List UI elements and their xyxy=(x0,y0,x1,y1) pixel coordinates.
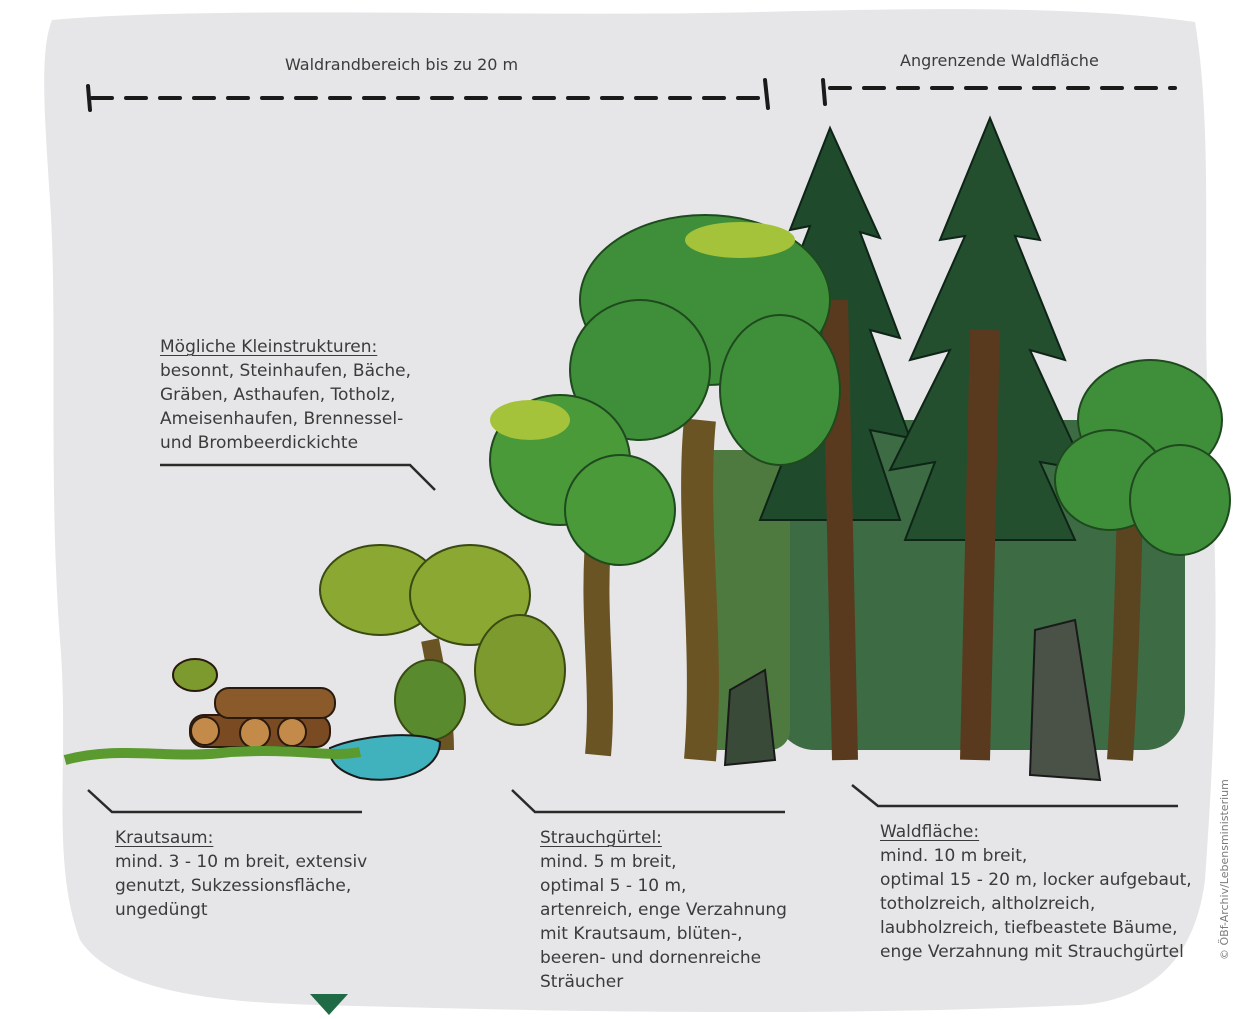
forest-area-line: optimal 15 - 20 m, locker aufgebaut, xyxy=(880,870,1192,890)
stump-icon xyxy=(723,668,777,767)
forest-area-block: Waldfläche: mind. 10 m breit, optimal 15… xyxy=(880,820,1192,964)
small-structures-line: Gräben, Asthaufen, Totholz, xyxy=(160,385,396,405)
grass xyxy=(63,746,361,765)
shrub-belt-line: artenreich, enge Verzahnung xyxy=(540,900,787,920)
dimension-line-icon xyxy=(86,78,770,112)
herb-fringe-line: mind. 3 - 10 m breit, extensiv xyxy=(115,852,368,872)
forest-area-line: totholzreich, altholzreich, xyxy=(880,894,1096,914)
shrub-belt-line: mit Krautsaum, blüten-, xyxy=(540,924,743,944)
herb-fringe-block: Krautsaum: mind. 3 - 10 m breit, extensi… xyxy=(115,826,367,922)
herb-fringe-line: ungedüngt xyxy=(115,900,208,920)
shrub-belt-line: mind. 5 m breit, xyxy=(540,852,677,872)
shrub-belt-line: beeren- und dornenreiche xyxy=(540,948,762,968)
shrub-belt-line: optimal 5 - 10 m, xyxy=(540,876,687,896)
tree-icon xyxy=(489,394,676,757)
dimension-line-icon xyxy=(821,78,1177,106)
conifer-icon xyxy=(888,115,1087,761)
stump-icon xyxy=(1028,618,1102,782)
edge-zone-label: Waldrandbereich bis zu 20 m xyxy=(285,55,519,74)
image-credit: © ÖBf-Archiv/Lebensministerium xyxy=(1218,779,1231,960)
forest-area-line: mind. 10 m breit, xyxy=(880,846,1028,866)
forest-area-line: enge Verzahnung mit Strauchgürtel xyxy=(880,942,1184,962)
tree-icon xyxy=(569,214,841,762)
adjacent-forest-label: Angrenzende Waldfläche xyxy=(900,51,1099,70)
herb-fringe-line: genutzt, Sukzessionsfläche, xyxy=(115,876,352,896)
small-structures-title: Mögliche Kleinstrukturen: xyxy=(160,337,378,357)
small-structures-line: und Brombeerdickichte xyxy=(160,433,359,453)
shrub-belt-title: Strauchgürtel: xyxy=(540,828,662,848)
tree-icon xyxy=(319,544,566,751)
shrub-belt-line: Sträucher xyxy=(540,972,624,992)
small-structures-block: Mögliche Kleinstrukturen: besonnt, Stein… xyxy=(160,335,411,455)
shrub-belt-block: Strauchgürtel: mind. 5 m breit, optimal … xyxy=(540,826,787,994)
herb-fringe-title: Krautsaum: xyxy=(115,828,214,848)
pond-icon xyxy=(328,734,442,781)
log-pile-icon xyxy=(172,658,336,749)
small-structures-line: besonnt, Steinhaufen, Bäche, xyxy=(160,361,411,381)
tree-icon xyxy=(1054,359,1231,761)
leader-lines xyxy=(87,463,1178,814)
forest-area-line: laubholzreich, tiefbeastete Bäume, xyxy=(880,918,1178,938)
triangle-marker-icon xyxy=(310,994,348,1015)
small-structures-line: Ameisenhaufen, Brennessel- xyxy=(160,409,404,429)
forest-area-title: Waldfläche: xyxy=(880,822,980,842)
